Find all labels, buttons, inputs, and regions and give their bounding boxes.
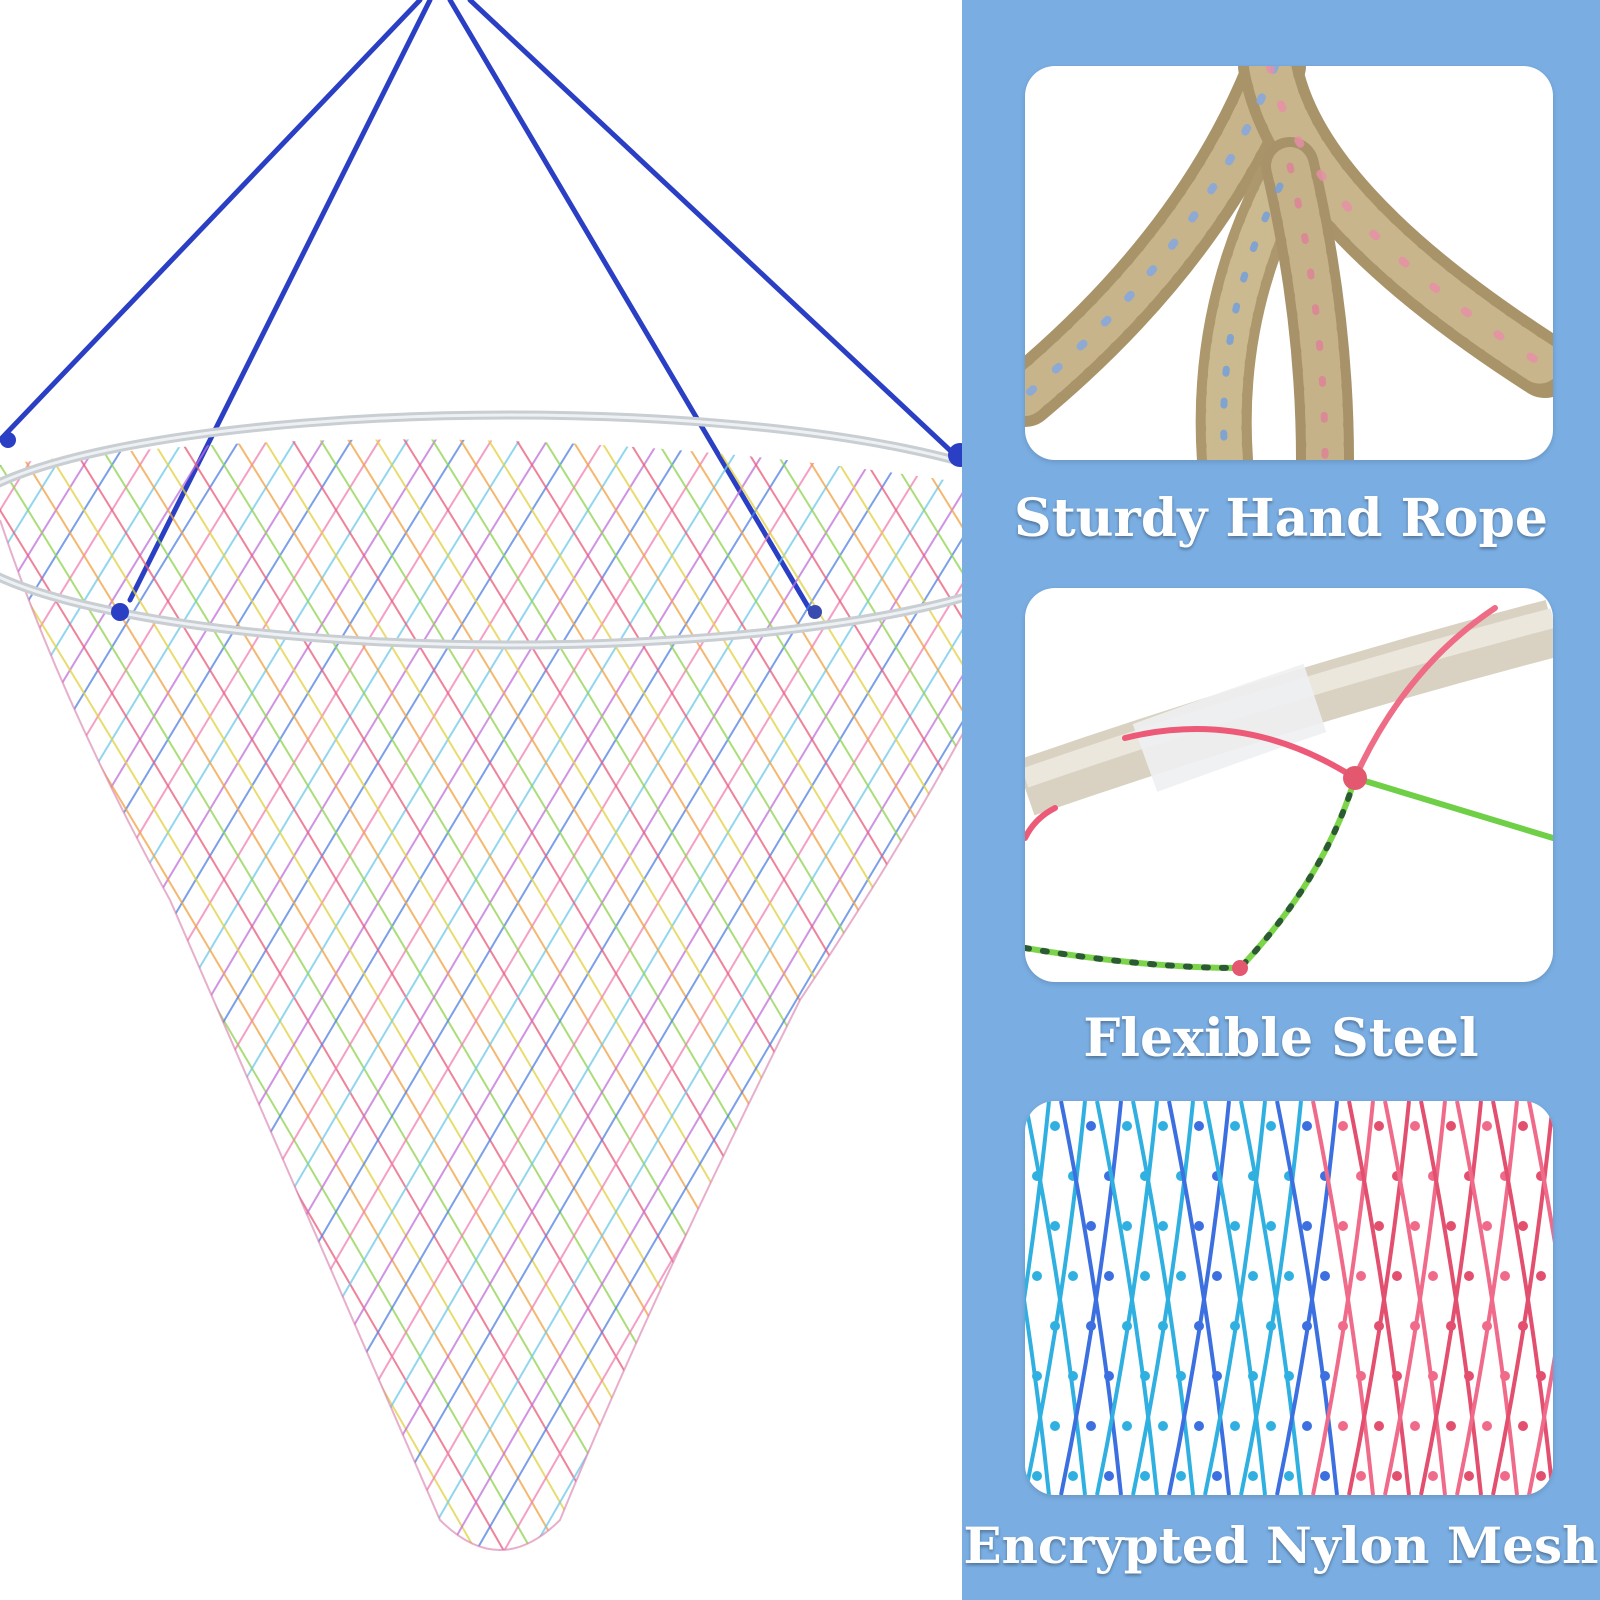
feature-caption-mesh: Encrypted Nylon Mesh [963,1516,1599,1575]
steel-ring-closeup-icon [1025,599,1553,976]
feature-caption-steel: Flexible Steel [1083,1008,1479,1069]
nylon-mesh-closeup-icon [1025,1101,1553,1495]
hand-ropes [0,0,958,613]
braided-rope-closeup-icon [1025,66,1553,460]
conical-crab-net-icon [0,0,962,1551]
feature-caption-rope: Sturdy Hand Rope [1014,488,1548,549]
feature-panel-steel [1025,588,1553,982]
feature-column: Sturdy Hand Rope Fle [962,0,1600,1600]
feature-panel-mesh [1025,1101,1553,1495]
feature-panel-rope [1025,66,1553,460]
crab-net-photo [0,0,962,1551]
